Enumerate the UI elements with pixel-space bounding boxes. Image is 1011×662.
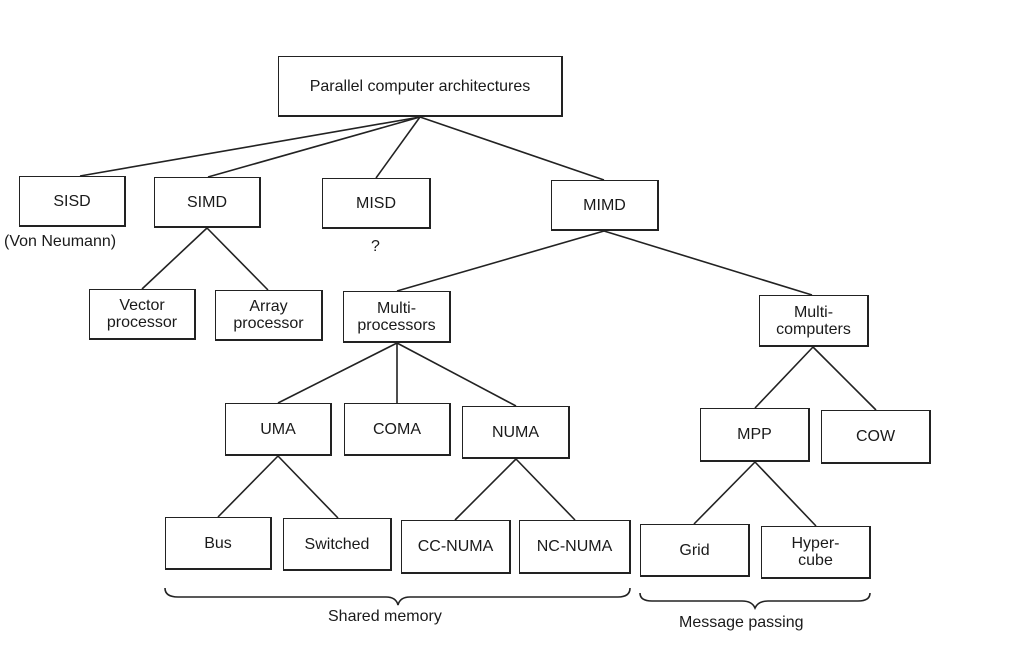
edge-mp-numa [396, 342, 517, 407]
node-label: Grid [679, 541, 710, 559]
edge-numa-ccnuma [454, 458, 517, 521]
node-mimd: MIMD [551, 180, 659, 231]
group-label-shared-memory: Shared memory [328, 608, 442, 625]
node-label: Switched [304, 535, 370, 553]
node-label: MISD [356, 194, 396, 212]
node-sisd: SISD [19, 176, 126, 227]
misd-note: ? [371, 238, 380, 255]
node-label-line: computers [776, 320, 851, 338]
node-label: Parallel computer architectures [309, 77, 531, 95]
brace-shared-memory [164, 587, 631, 606]
edge-mimd-multiprocessors [396, 230, 605, 292]
node-label-line: processor [106, 314, 178, 331]
edge-root-misd [375, 116, 421, 179]
edge-root-simd [207, 116, 421, 178]
edge-mimd-multicomputers [603, 230, 813, 296]
node-cow: COW [821, 410, 931, 464]
node-misd: MISD [322, 178, 431, 229]
node-vector-processor: Vector processor [89, 289, 196, 340]
edge-simd-vector [141, 227, 208, 290]
edge-simd-array [206, 227, 269, 291]
node-switched: Switched [283, 518, 392, 571]
node-label: SISD [53, 192, 91, 210]
edge-uma-bus [217, 455, 279, 518]
node-label: COMA [373, 420, 421, 438]
node-cc-numa: CC-NUMA [401, 520, 511, 574]
edge-mpp-grid [693, 461, 756, 525]
group-label-message-passing: Message passing [679, 614, 804, 631]
node-label: MIMD [583, 196, 626, 214]
node-nc-numa: NC-NUMA [519, 520, 631, 574]
edge-root-mimd [419, 116, 605, 181]
edge-mpp-hypercube [754, 461, 817, 527]
node-simd: SIMD [154, 177, 261, 228]
node-multiprocessors: Multi- processors [343, 291, 451, 343]
edge-uma-switched [277, 455, 339, 519]
node-label-line: Vector [119, 297, 165, 314]
node-label: MPP [737, 426, 772, 443]
node-label: SIMD [187, 193, 227, 211]
node-label-line: Multi- [793, 303, 834, 321]
node-uma: UMA [225, 403, 332, 456]
node-label: Bus [204, 534, 232, 552]
edge-numa-ncnuma [515, 458, 576, 521]
edge-root-sisd [79, 116, 421, 177]
node-label-line: cube [798, 552, 833, 569]
brace-message-passing [639, 592, 871, 611]
node-label-line: processors [357, 316, 436, 334]
node-coma: COMA [344, 403, 451, 456]
node-multicomputers: Multi- computers [759, 295, 869, 347]
edge-mc-mpp [754, 346, 814, 409]
node-array-processor: Array processor [215, 290, 323, 341]
node-label: COW [855, 428, 896, 445]
node-grid: Grid [640, 524, 750, 577]
sisd-note: (Von Neumann) [4, 233, 117, 250]
node-parallel-computer-architectures: Parallel computer architectures [278, 56, 563, 117]
node-label-line: Multi- [376, 299, 417, 317]
node-label: CC-NUMA [417, 538, 494, 555]
node-label: UMA [260, 420, 296, 438]
node-numa: NUMA [462, 406, 570, 459]
edge-mc-cow [812, 346, 877, 411]
node-hypercube: Hyper- cube [761, 526, 871, 579]
node-bus: Bus [165, 517, 272, 570]
edge-mp-uma [277, 342, 398, 404]
node-label-line: processor [233, 315, 304, 332]
node-label: NUMA [491, 423, 540, 441]
node-label-line: Hyper- [791, 535, 840, 552]
node-mpp: MPP [700, 408, 810, 462]
node-label: NC-NUMA [536, 538, 613, 555]
node-label-line: Array [249, 298, 288, 315]
